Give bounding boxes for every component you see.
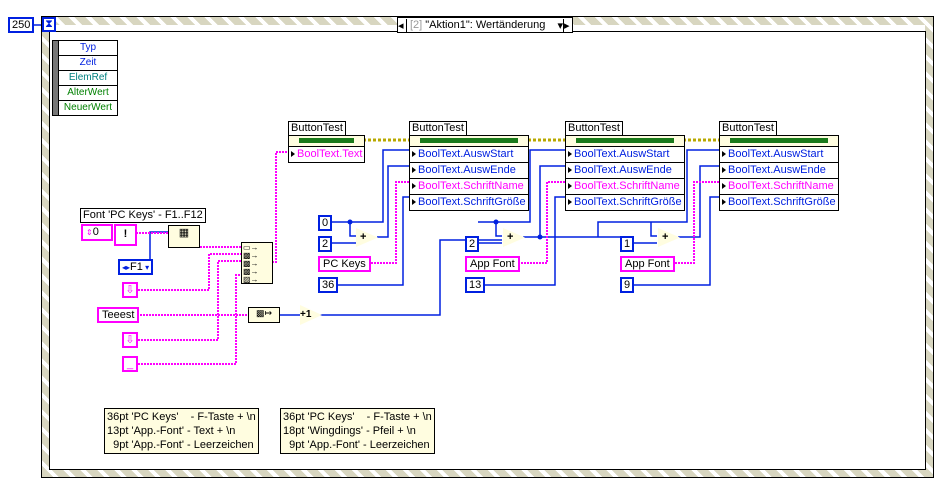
hourglass-icon: ⧗: [42, 17, 56, 32]
length-constant[interactable]: 2: [318, 236, 333, 252]
case-label: "Aktion1": Wertänderung: [425, 19, 546, 31]
index-array-function[interactable]: ▦: [168, 225, 200, 248]
property-row[interactable]: BoolText.AuswStart: [410, 147, 528, 163]
down-arrow-icon[interactable]: ⇩: [122, 282, 138, 298]
event-data-item[interactable]: Typ: [59, 41, 117, 56]
property-node-label: ButtonTest: [409, 121, 467, 136]
error-cluster-bar: [720, 136, 838, 147]
error-cluster-bar: [410, 136, 528, 147]
property-row[interactable]: BoolText.SchriftGröße: [410, 195, 528, 210]
event-data-item[interactable]: Zeit: [59, 56, 117, 71]
font-name-constant[interactable]: App Font: [620, 256, 675, 272]
string-length-function[interactable]: ▩↦: [248, 307, 280, 323]
dropdown-icon[interactable]: ▾: [557, 19, 563, 32]
error-cluster-bar: [289, 136, 365, 147]
font-size-constant[interactable]: 36: [318, 277, 339, 293]
length-constant[interactable]: 1: [620, 236, 635, 252]
text-constant[interactable]: Teeest: [97, 307, 140, 323]
font-size-constant[interactable]: 9: [620, 277, 635, 293]
property-row[interactable]: BoolText.Text: [289, 147, 364, 162]
event-data-item[interactable]: ElemRef: [59, 71, 117, 86]
event-data-item[interactable]: NeuerWert: [59, 101, 117, 116]
property-row[interactable]: BoolText.AuswStart: [720, 147, 838, 163]
case-index: [2]: [410, 19, 423, 31]
property-node-label: ButtonTest: [719, 121, 777, 136]
font-name-constant[interactable]: App Font: [465, 256, 520, 272]
index-control[interactable]: ⇕0: [81, 224, 113, 241]
prev-case-arrow-icon[interactable]: ◂: [398, 18, 407, 32]
font-size-constant[interactable]: 13: [465, 277, 486, 293]
comment: 36pt 'PC Keys' - F-Taste + \n 18pt 'Wing…: [280, 408, 435, 454]
property-row[interactable]: BoolText.SchriftGröße: [720, 195, 838, 210]
event-case-area: [49, 31, 926, 470]
property-row[interactable]: BoolText.SchriftName: [410, 179, 528, 195]
space-constant-icon[interactable]: _: [122, 356, 138, 372]
event-data-item[interactable]: AlterWert: [59, 86, 117, 101]
property-row[interactable]: BoolText.AuswEnde: [720, 163, 838, 179]
property-row[interactable]: BoolText.AuswEnde: [410, 163, 528, 179]
font-name-constant[interactable]: PC Keys: [318, 256, 371, 272]
char-constant[interactable]: !: [114, 224, 137, 246]
font-label: Font 'PC Keys' - F1..F12: [80, 208, 206, 223]
length-constant[interactable]: 2: [465, 236, 480, 252]
down-arrow-icon[interactable]: ⇩: [122, 332, 138, 348]
property-node-label: ButtonTest: [288, 121, 346, 136]
property-row[interactable]: BoolText.SchriftName: [720, 179, 838, 195]
event-selector[interactable]: ◂ [2] "Aktion1": Wertänderung ▾ ▸: [397, 17, 573, 33]
property-node[interactable]: BoolText.Text: [288, 135, 366, 163]
property-node-label: ButtonTest: [565, 121, 623, 136]
error-cluster-bar: [566, 136, 684, 147]
comment: 36pt 'PC Keys' - F-Taste + \n 13pt 'App.…: [104, 408, 259, 454]
property-row[interactable]: BoolText.SchriftGröße: [566, 195, 684, 210]
start-constant[interactable]: 0: [318, 215, 333, 231]
property-row[interactable]: BoolText.SchriftName: [566, 179, 684, 195]
concatenate-strings-function[interactable]: ▭→▩→▩→▩→▨→: [241, 242, 273, 284]
next-case-arrow-icon[interactable]: ▸: [563, 18, 572, 32]
timeout-constant[interactable]: 250: [8, 17, 35, 33]
property-row[interactable]: BoolText.AuswStart: [566, 147, 684, 163]
enum-constant[interactable]: ◂▸F1 ▾: [118, 259, 154, 275]
property-row[interactable]: BoolText.AuswEnde: [566, 163, 684, 179]
